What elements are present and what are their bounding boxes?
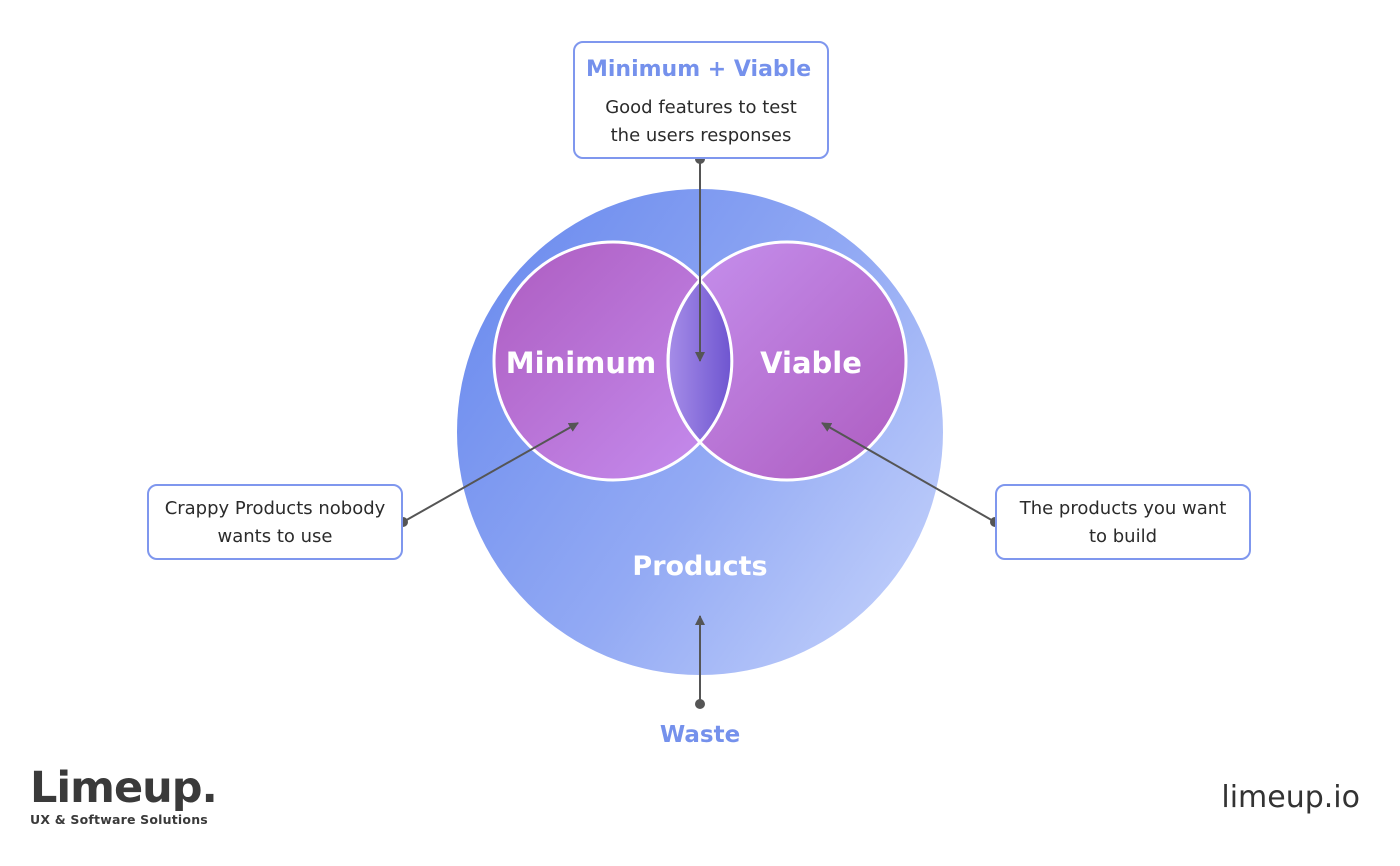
callout-minimum-viable: Minimum + Viable Good features to test t… — [573, 41, 829, 159]
callout-viable: The products you want to build — [995, 484, 1251, 560]
callout-text-line: Crappy Products nobody — [164, 498, 386, 519]
logo-wordmark: Limeup. — [30, 763, 218, 813]
callout-minimum: Crappy Products nobody wants to use — [147, 484, 403, 560]
waste-label: Waste — [659, 722, 741, 748]
callout-text-line: The products you want — [1019, 498, 1227, 519]
minimum-label: Minimum — [506, 346, 656, 380]
products-label: Products — [632, 551, 767, 582]
connector-bottom — [695, 615, 705, 709]
viable-label: Viable — [760, 346, 862, 380]
callout-text-line: wants to use — [217, 526, 333, 547]
callout-heading: Minimum + Viable — [586, 57, 812, 82]
site-link[interactable]: limeup.io — [1221, 780, 1360, 815]
callout-text-line: the users responses — [610, 125, 792, 146]
logo-tagline: UX & Software Solutions — [30, 812, 208, 827]
callout-text-line: to build — [1088, 526, 1158, 547]
callout-text-line: Good features to test — [605, 97, 797, 118]
brand-logo[interactable]: Limeup. UX & Software Solutions — [30, 763, 218, 827]
